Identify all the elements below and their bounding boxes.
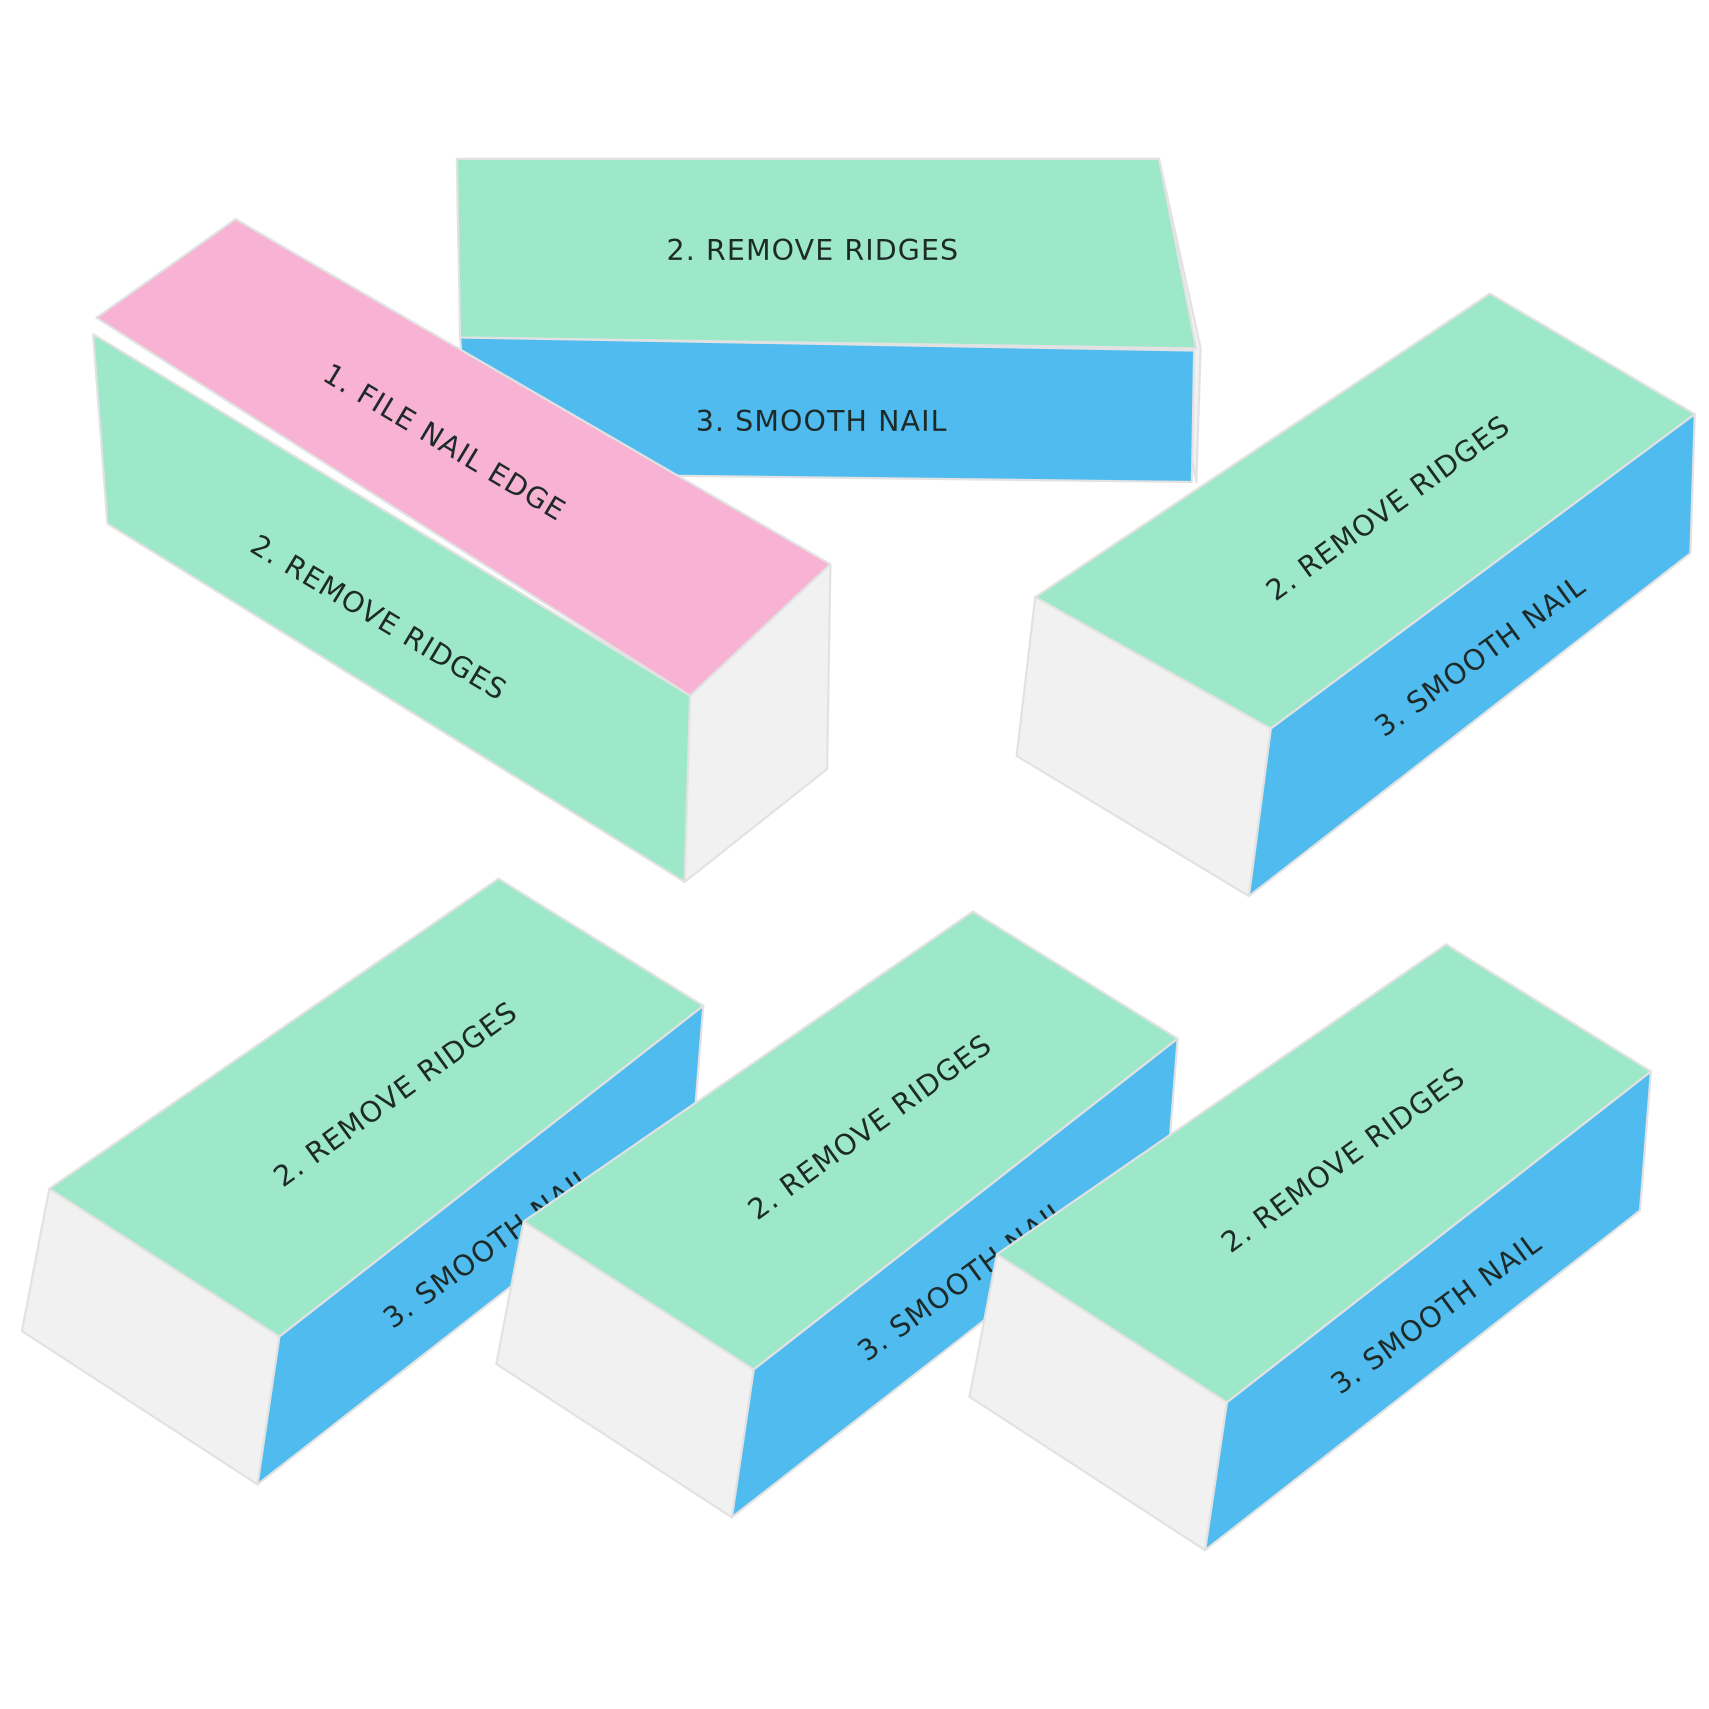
bottom-right-block: 2. REMOVE RIDGES 3. SMOOTH NAIL (968, 943, 1653, 1552)
green-face (1034, 292, 1696, 730)
green-face (522, 910, 1179, 1371)
green-face (995, 943, 1653, 1404)
right-block: 2. REMOVE RIDGES 3. SMOOTH NAIL (1015, 292, 1696, 898)
blue-face-label: 3. SMOOTH NAIL (696, 405, 948, 438)
green-face-label: 2. REMOVE RIDGES (667, 234, 960, 267)
green-face (48, 877, 705, 1338)
block-end-face (683, 563, 832, 883)
top-center-block: 2. REMOVE RIDGES 3. SMOOTH NAIL (455, 157, 1202, 484)
green-face (455, 157, 1198, 350)
